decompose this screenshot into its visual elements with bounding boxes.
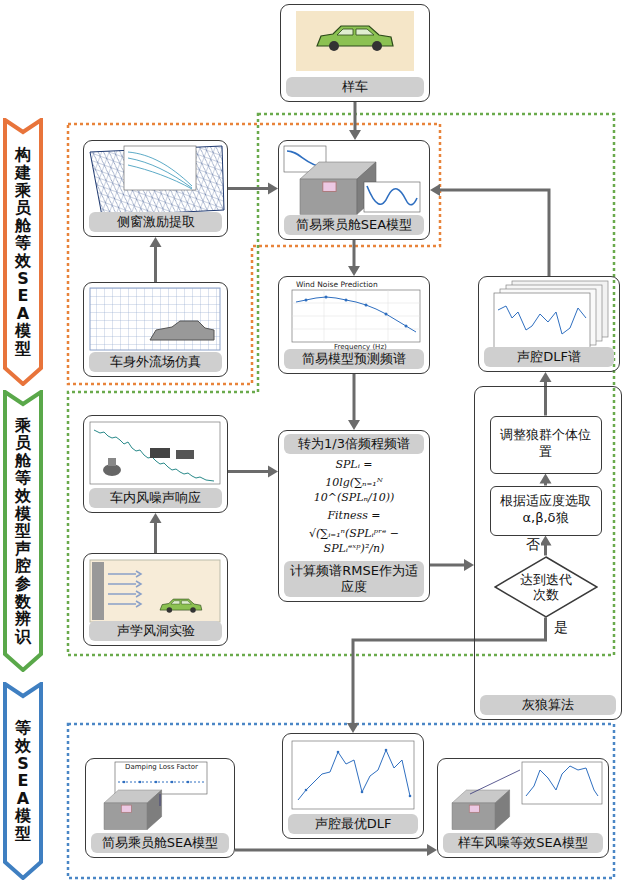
process-box: 声腔DLF谱 (478, 276, 620, 372)
arrow-line (438, 190, 549, 276)
plot-title: Wind Noise Prediction (296, 280, 378, 289)
process-box: 声学风洞实验 (83, 553, 228, 646)
node-label: 样车风噪等效SEA模型 (443, 833, 603, 853)
chevron-band: 等效SEA模型 (3, 682, 43, 880)
arrow-line (354, 102, 357, 132)
flow-arrow (228, 466, 278, 478)
node-label: 根据适应度选取α,β,δ狼 (496, 493, 596, 527)
formula-text: SPLᵢ = (284, 458, 424, 473)
process-box: 调整狼群个体位置 (490, 416, 602, 474)
process-box: 声腔最优DLF (282, 733, 424, 839)
arrow-line (154, 245, 157, 282)
arrow-line (154, 521, 157, 553)
node-label: 声腔最优DLF (288, 814, 418, 834)
node-label: 计算频谱RMSE作为适应度 (284, 561, 424, 598)
edge-label: 否 (525, 537, 541, 552)
flow-arrow (430, 559, 474, 571)
region-outline (68, 114, 614, 655)
arrow-head (430, 184, 440, 196)
arrow-line (235, 849, 429, 852)
arrow-head (268, 183, 278, 195)
node-label: 声腔DLF谱 (484, 347, 614, 367)
process-box: 根据适应度选取α,β,δ狼 (490, 486, 602, 536)
process-box: 侧窗激励提取 (83, 140, 228, 237)
arrow-head (427, 844, 437, 856)
arrow-line (228, 187, 270, 190)
flow-arrow (235, 844, 437, 856)
flow-arrow (540, 474, 552, 486)
flow-arrow (347, 618, 546, 734)
flow-arrow (348, 374, 360, 430)
flow-arrow (540, 536, 552, 556)
node-label: 车内风噪声响应 (89, 488, 222, 508)
band-title: 构建乘员舱等效SEA模型 (15, 146, 31, 357)
flow-arrow (349, 102, 361, 140)
flow-arrow (228, 183, 278, 195)
formula-text: √(∑ᵢ₌₁ⁿ(SPLᵢᵖʳᵉ − SPLᵢᵉˣᵖ)²/n) (284, 527, 424, 557)
arrow-line (228, 470, 270, 473)
arrow-head (464, 559, 474, 571)
arrow-head (268, 466, 278, 478)
process-box: 简易模型预测频谱 (278, 276, 430, 374)
plot-title: Damping Loss Factor (125, 763, 198, 771)
arrow-head (150, 237, 162, 247)
node-label: 达到迭代次数 (514, 572, 578, 602)
process-box: 样车风噪等效SEA模型 (437, 758, 609, 858)
region-outline (68, 724, 614, 878)
arrow-line (430, 564, 466, 567)
band-title: 乘员舱等效模型声腔参数辨识 (15, 417, 31, 646)
decision-diamond: 达到迭代次数 (494, 556, 598, 618)
process-box: 简易乘员舱SEA模型 (85, 758, 235, 858)
arrow-head (348, 420, 360, 430)
arrow-head (348, 266, 360, 276)
arrow-head (150, 513, 162, 523)
formula-text: Fitness = (284, 509, 424, 524)
flow-arrow (430, 184, 549, 276)
plot-title: Frequency (Hz) (334, 343, 387, 351)
arrow-line (353, 240, 356, 268)
node-label: 样车 (286, 77, 424, 97)
arrow-line (353, 374, 356, 422)
process-box: 车身外流场仿真 (83, 282, 228, 377)
flow-arrow (150, 513, 162, 553)
node-label: 灰狼算法 (480, 695, 616, 715)
node-label: 简易乘员舱SEA模型 (284, 215, 424, 235)
node-label: 简易乘员舱SEA模型 (91, 833, 229, 853)
region-outline (68, 124, 440, 384)
shape-outline (495, 557, 597, 617)
process-box: 样车 (280, 4, 430, 102)
node-label: 侧窗激励提取 (89, 212, 222, 232)
shape-outline (5, 684, 41, 878)
formula-text: 10lg(∑ₙ₌₁ᴺ 10^(SPLₙ/10)) (284, 476, 424, 506)
shape-outline (5, 120, 41, 384)
node-label: 声学风洞实验 (89, 621, 222, 641)
chevron-band: 乘员舱等效模型声腔参数辨识 (3, 390, 43, 672)
band-title: 等效SEA模型 (15, 719, 31, 842)
flow-arrow (348, 240, 360, 276)
shape-outline (5, 392, 41, 670)
arrow-head (349, 130, 361, 140)
process-box: 简易乘员舱SEA模型 (278, 140, 430, 240)
algorithm-box: 灰狼算法 调整狼群个体位置根据适应度选取α,β,δ狼达到迭代次数 (474, 386, 622, 720)
node-label: 简易模型预测频谱 (284, 349, 424, 369)
node-label: 车身外流场仿真 (89, 352, 222, 372)
flow-arrow (150, 237, 162, 282)
arrow-head (540, 372, 552, 382)
flow-arrow (540, 372, 552, 416)
arrow-head (540, 536, 552, 546)
formula-box: 转为1/3倍频程频谱 SPLᵢ = 10lg(∑ₙ₌₁ᴺ 10^(SPLₙ/10))… (278, 430, 430, 602)
process-box: 车内风噪声响应 (83, 415, 228, 513)
node-label: 调整狼群个体位置 (496, 427, 596, 461)
node-label: 转为1/3倍频程频谱 (284, 434, 424, 454)
edge-label: 是 (553, 620, 569, 635)
arrow-head (347, 723, 359, 733)
arrow-head (540, 474, 552, 484)
chevron-band: 构建乘员舱等效SEA模型 (3, 118, 43, 386)
